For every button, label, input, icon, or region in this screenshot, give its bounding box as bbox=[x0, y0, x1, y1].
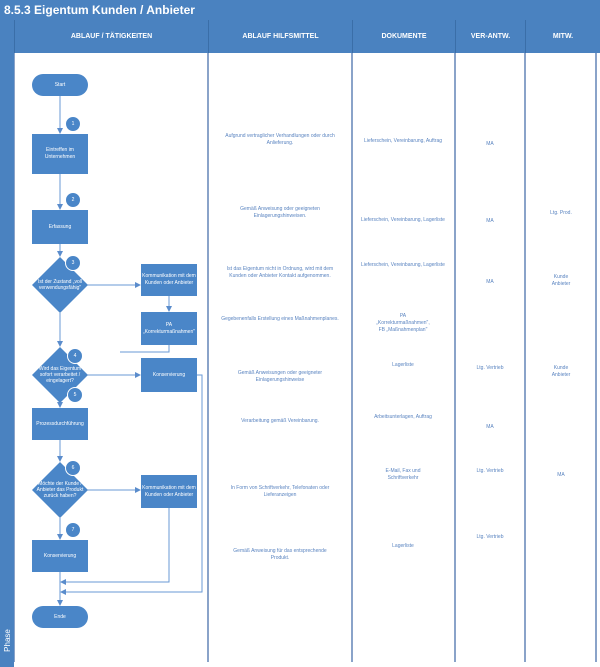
mitw-3: Kunde Anbieter bbox=[551, 274, 571, 287]
verantw-1: MA bbox=[486, 141, 494, 147]
column-ablauf bbox=[14, 53, 208, 662]
dokumente-3: Lieferschein, Vereinbarung, Lagerliste bbox=[361, 262, 445, 268]
step-number-2: 2 bbox=[65, 192, 81, 208]
mitw-5: Kunde Anbieter bbox=[551, 365, 571, 378]
decision-4-text: Wird das Eigentum sofort verarbeitet / e… bbox=[38, 366, 82, 384]
step-eintreffen: Eintreffen im Unternehmen bbox=[32, 134, 88, 174]
verantw-8: Ltg. Vertrieb bbox=[476, 534, 504, 540]
step-konservierung-2: Konservierung bbox=[32, 540, 88, 572]
step-kommunikation-2: Kommunikation mit dem Kunden oder Anbiet… bbox=[141, 475, 197, 508]
column-hilfsmittel bbox=[208, 53, 352, 662]
decision-3-diamond bbox=[32, 257, 88, 313]
verantw-5: Ltg. Vertrieb bbox=[476, 365, 504, 371]
step-number-6: 6 bbox=[65, 460, 81, 476]
decision-3-text: Ist der Zustand „voll verwendungsfähig" bbox=[38, 279, 82, 291]
phase-strip: Phase bbox=[0, 20, 14, 667]
step-number-4: 4 bbox=[67, 348, 83, 364]
hilfsmittel-1: Aufgrund vertraglicher Verhandlungen ode… bbox=[225, 133, 335, 146]
hilfsmittel-7: In Form von Schriftverkehr, Telefonaten … bbox=[230, 485, 330, 498]
header-mitw: MITW. bbox=[525, 20, 600, 53]
step-number-7: 7 bbox=[65, 522, 81, 538]
decision-6-text: Möchte der Kunde / Anbieter das Produkt … bbox=[36, 481, 84, 499]
page-title: 8.5.3 Eigentum Kunden / Anbieter bbox=[0, 0, 600, 20]
verantw-3: MA bbox=[486, 279, 494, 285]
dokumente-6: Arbeitsunterlagen, Auftrag bbox=[374, 414, 432, 420]
step-erfassung: Erfassung bbox=[32, 210, 88, 244]
verantw-7: Ltg. Vertrieb bbox=[476, 468, 504, 474]
column-dokumente bbox=[352, 53, 455, 662]
step-prozessdurchfuehrung: Prozessdurchführung bbox=[32, 408, 88, 440]
step-number-1: 1 bbox=[65, 116, 81, 132]
step-konservierung-1: Konservierung bbox=[141, 358, 197, 392]
header-dokumente: DOKUMENTE bbox=[352, 20, 455, 53]
column-verantw bbox=[455, 53, 525, 662]
decision-6-diamond bbox=[32, 462, 88, 518]
dokumente-2: Lieferschein, Vereinbarung, Lagerliste bbox=[361, 217, 445, 223]
verantw-2: MA bbox=[486, 218, 494, 224]
end-terminal: Ende bbox=[32, 606, 88, 628]
mitw-2: Ltg. Prod. bbox=[550, 210, 572, 216]
dokumente-5: Lagerliste bbox=[392, 362, 414, 368]
hilfsmittel-4: Gegebenenfalls Erstellung eines Maßnahme… bbox=[221, 316, 339, 322]
hilfsmittel-2: Gemäß Anweisung oder geeigneten Einlager… bbox=[240, 206, 320, 219]
header-verantw: VER-ANTW. bbox=[455, 20, 525, 53]
step-pa-korrektur: PA „Korrekturmaßnahmen" bbox=[141, 312, 197, 345]
column-mitw bbox=[525, 53, 597, 662]
start-terminal: Start bbox=[32, 74, 88, 96]
dokumente-4: PA „Korrekturmaßnahmen", FB „Maßnahmenpl… bbox=[376, 313, 430, 333]
hilfsmittel-5: Gemäß Anweisungen oder geeigneter Einlag… bbox=[237, 370, 323, 383]
header-hilfsmittel: ABLAUF HILFSMITTEL bbox=[208, 20, 352, 53]
step-kommunikation-1: Kommunikation mit dem Kunden oder Anbiet… bbox=[141, 264, 197, 296]
dokumente-1: Lieferschein, Vereinbarung, Auftrag bbox=[363, 138, 443, 144]
header-ablauf: ABLAUF / TÄTIGKEITEN bbox=[14, 20, 208, 53]
step-number-5: 5 bbox=[67, 387, 83, 403]
hilfsmittel-6: Verarbeitung gemäß Vereinbarung. bbox=[241, 418, 319, 424]
hilfsmittel-8: Gemäß Anweisung für das entsprechende Pr… bbox=[233, 548, 327, 561]
hilfsmittel-3: Ist das Eigentum nicht in Ordnung, wird … bbox=[226, 266, 334, 279]
mitw-7: MA bbox=[557, 472, 565, 478]
dokumente-8: Lagerliste bbox=[392, 543, 414, 549]
dokumente-7: E-Mail, Fax und Schriftverkehr bbox=[385, 468, 421, 481]
verantw-6: MA bbox=[486, 424, 494, 430]
step-number-3: 3 bbox=[65, 255, 81, 271]
